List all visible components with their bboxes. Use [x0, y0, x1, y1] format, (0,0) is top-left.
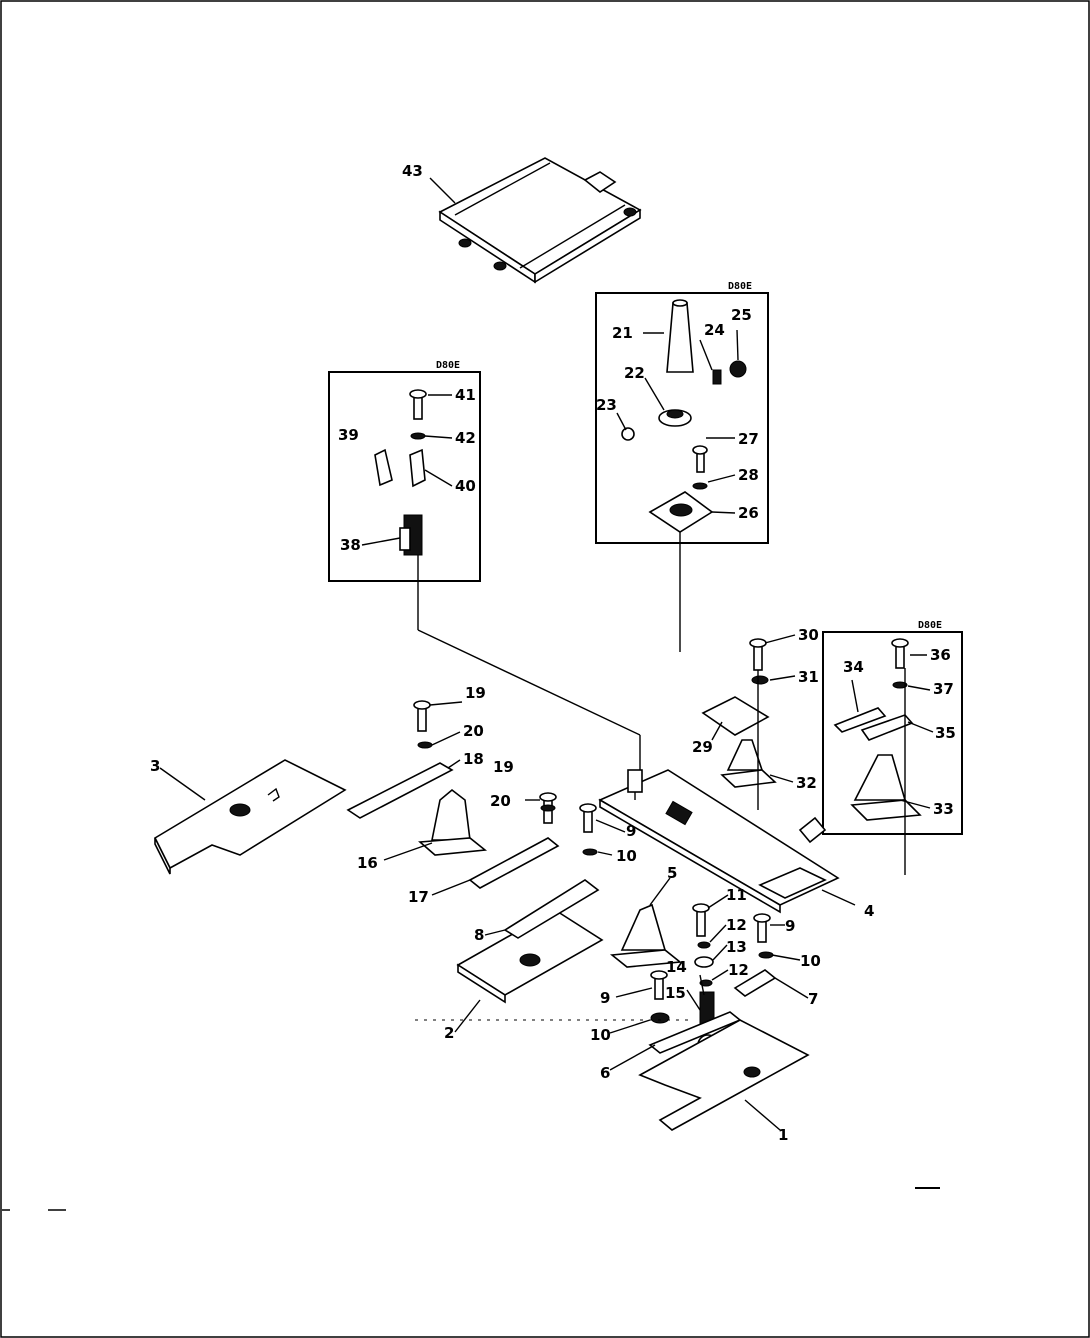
label-27: 27 [738, 430, 759, 448]
label-24: 24 [704, 321, 725, 339]
label-10c: 10 [800, 952, 821, 970]
label-5: 5 [667, 864, 677, 882]
part-25 [729, 360, 747, 378]
cluster-29-32 [701, 634, 796, 810]
part-28-washer [692, 482, 708, 490]
part-13 [694, 956, 714, 968]
label-12a: 12 [726, 916, 747, 934]
part-20a-washer [417, 741, 433, 749]
part-32 [726, 739, 764, 771]
label-7: 7 [808, 990, 818, 1008]
part-3-left-plate [153, 759, 347, 875]
label-12b: 12 [728, 961, 749, 979]
label-14: 14 [666, 958, 687, 976]
part-39 [374, 448, 393, 487]
part-18 [346, 762, 454, 819]
inset-left-tag: D80E [436, 360, 460, 371]
part-23 [621, 427, 635, 441]
part-24 [712, 369, 722, 385]
part-17 [468, 837, 560, 889]
part-40 [409, 448, 426, 488]
inset-left [328, 371, 641, 800]
label-43: 43 [402, 162, 423, 180]
label-25: 25 [731, 306, 752, 324]
label-31: 31 [798, 668, 819, 686]
label-9b: 9 [600, 989, 610, 1007]
label-16: 16 [357, 854, 378, 872]
label-17: 17 [408, 888, 429, 906]
part-8 [503, 879, 600, 939]
label-1: 1 [778, 1126, 788, 1144]
label-22: 22 [624, 364, 645, 382]
part-12b-washer [699, 979, 713, 987]
label-3: 3 [150, 757, 160, 775]
label-41: 41 [455, 386, 476, 404]
label-42: 42 [455, 429, 476, 447]
label-10b: 10 [590, 1026, 611, 1044]
part-43-seat-plate [429, 157, 642, 284]
label-21: 21 [612, 324, 633, 342]
label-19a: 19 [465, 684, 486, 702]
inset-right [822, 631, 963, 875]
label-36: 36 [930, 646, 951, 664]
label-40: 40 [455, 477, 476, 495]
label-20a: 20 [463, 722, 484, 740]
inset-right-tag: D80E [918, 620, 942, 631]
label-10a: 10 [616, 847, 637, 865]
label-2: 2 [444, 1024, 454, 1042]
part-31-washer [751, 675, 769, 685]
label-26: 26 [738, 504, 759, 522]
label-8: 8 [474, 926, 484, 944]
label-29: 29 [692, 738, 713, 756]
part-21-knob [666, 302, 694, 373]
label-33: 33 [933, 800, 954, 818]
label-30: 30 [798, 626, 819, 644]
part-37-washer [892, 681, 908, 689]
part-1-plate [638, 1019, 810, 1131]
label-9c: 9 [785, 917, 795, 935]
label-23: 23 [596, 396, 617, 414]
label-35: 35 [935, 724, 956, 742]
part-29 [701, 696, 770, 736]
label-32: 32 [796, 774, 817, 792]
part-10b-washer [650, 1012, 670, 1024]
label-20b: 20 [490, 792, 511, 810]
label-37: 37 [933, 680, 954, 698]
cluster-16-20 [346, 700, 560, 896]
cluster-2-5-8 [454, 877, 683, 1033]
label-15: 15 [665, 984, 686, 1002]
label-13: 13 [726, 938, 747, 956]
part-10a-washer [582, 848, 598, 856]
label-18: 18 [463, 750, 484, 768]
part-10c-washer [758, 951, 774, 959]
part-12a-washer [697, 941, 711, 949]
label-4: 4 [864, 902, 874, 920]
cluster-lower [415, 803, 810, 1131]
inset-center-tag: D80E [728, 281, 752, 292]
label-6: 6 [600, 1064, 610, 1082]
label-11: 11 [726, 886, 747, 904]
part-16 [431, 788, 471, 841]
part-42-washer [410, 432, 426, 440]
part-4-main-plate [598, 769, 856, 914]
label-19b: 19 [493, 758, 514, 776]
label-34: 34 [843, 658, 864, 676]
label-39: 39 [338, 426, 359, 444]
inset-center [595, 292, 769, 652]
part-30-bolt [753, 643, 763, 671]
part-5 [620, 903, 667, 951]
part-33-stand [853, 754, 907, 801]
label-38: 38 [340, 536, 361, 554]
part-20b-washer [540, 804, 556, 812]
label-9a: 9 [626, 822, 636, 840]
label-28: 28 [738, 466, 759, 484]
part-34 [833, 707, 887, 733]
